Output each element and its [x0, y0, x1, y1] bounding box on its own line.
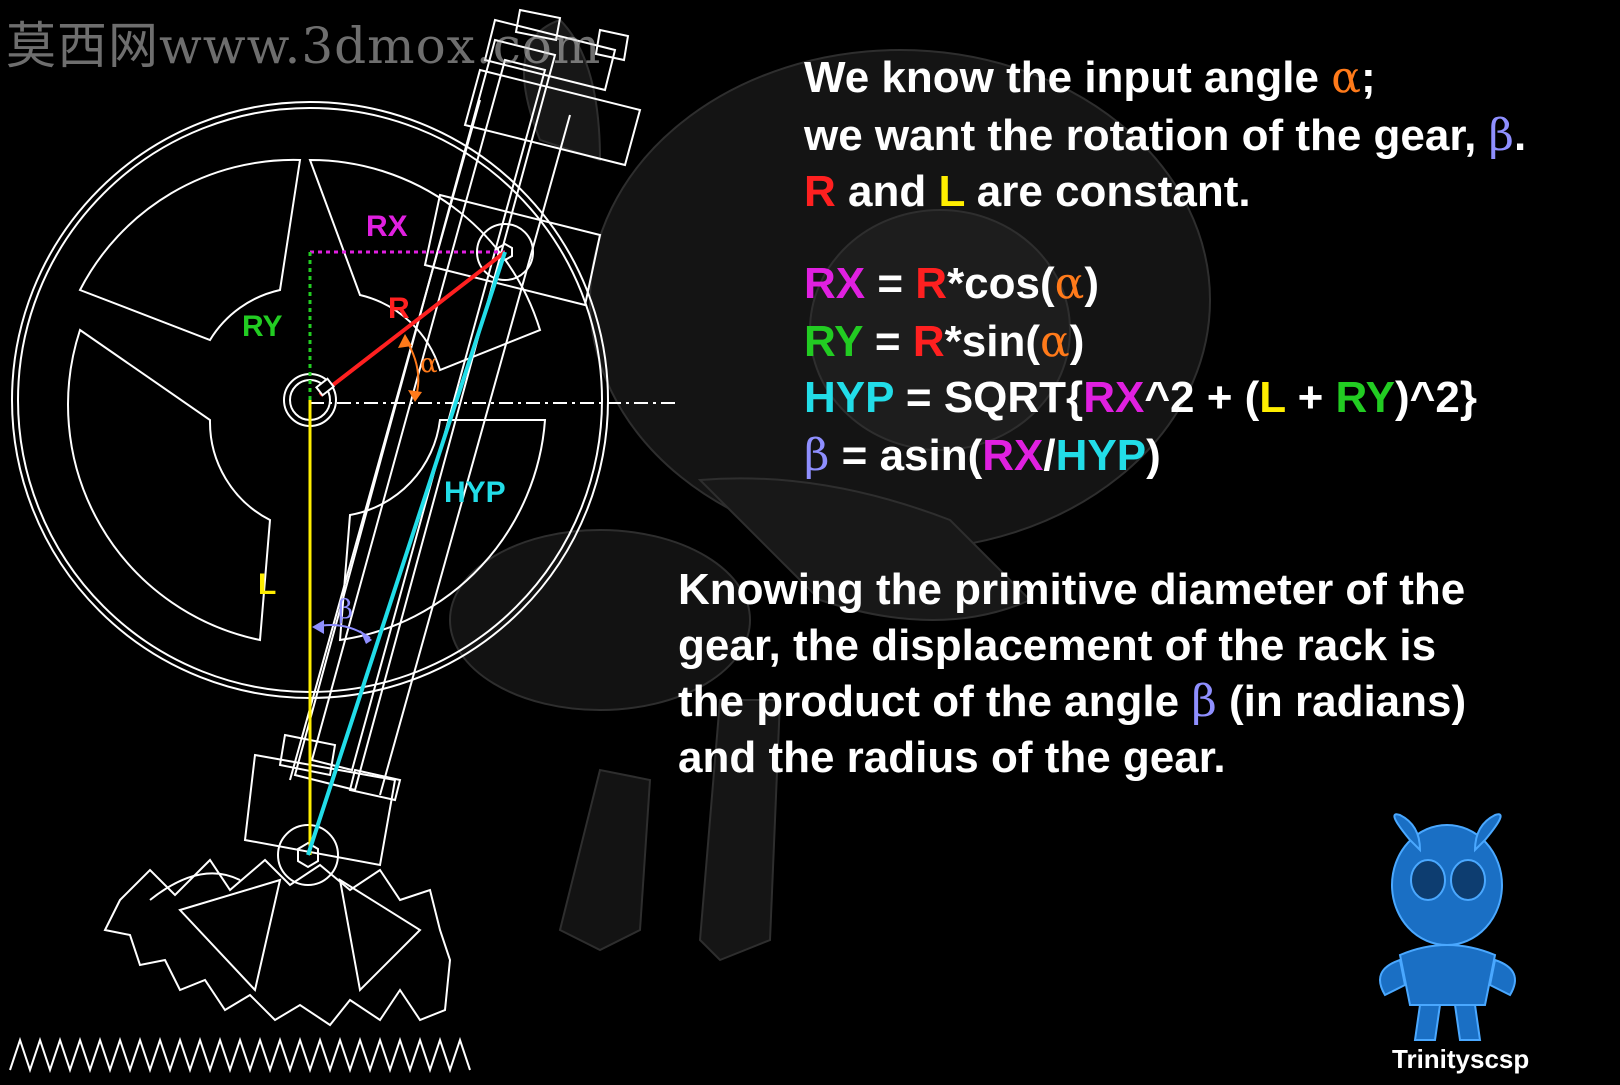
formula-hyp: HYP = SQRT{RX^2 + (L + RY)^2} — [804, 376, 1477, 420]
formula-ry-term: RY — [804, 317, 863, 366]
formula-hyp-rx: RX — [1083, 373, 1145, 422]
formula-hyp-eq: = SQRT{ — [893, 373, 1084, 422]
label-rx: RX — [366, 210, 408, 243]
formula-hyp-mid2: + — [1285, 373, 1336, 422]
credit-label: Trinityscsp — [1392, 1044, 1530, 1074]
formula-ry-op: *sin( — [944, 317, 1040, 366]
formula-rx-op: *cos( — [947, 259, 1055, 308]
label-beta: β — [338, 595, 353, 625]
l-term: L — [938, 167, 965, 216]
formula-ry-r: R — [912, 317, 945, 366]
formula-beta-slash: / — [1043, 431, 1056, 480]
intro-line-1: We know the input angle α; — [804, 56, 1376, 100]
explanation-line-3a: the product of the angle — [678, 677, 1192, 726]
slotted-link-arm — [243, 8, 642, 867]
intro-line-2-text: we want the rotation of the gear, — [804, 111, 1489, 160]
alien-mascot-wireframe-icon — [449, 18, 1211, 962]
alpha-arrow-bottom — [408, 390, 422, 402]
formula-rx-close: ) — [1084, 259, 1100, 308]
explanation-beta: β — [1191, 676, 1217, 727]
intro-line-2: we want the rotation of the gear, β. — [804, 114, 1526, 158]
r-term: R — [804, 167, 836, 216]
label-ry: RY — [242, 310, 283, 343]
formula-ry-eq: = — [862, 317, 913, 366]
explanation-line-1: Knowing the primitive diameter of the — [678, 565, 1466, 614]
formula-beta-close: ) — [1146, 431, 1161, 480]
label-r: R — [388, 292, 410, 325]
explanation-line-3: the product of the angle β (in radians) — [678, 680, 1466, 724]
formula-rx-alpha: α — [1054, 258, 1085, 309]
sector-gear — [103, 824, 452, 1027]
intro-line-3: R and L are constant. — [804, 170, 1251, 214]
formula-beta-hyp: HYP — [1055, 431, 1147, 480]
formula-hyp-end: )^2} — [1395, 373, 1477, 422]
r-pin — [315, 377, 335, 397]
formula-hyp-term: HYP — [804, 373, 894, 422]
formula-beta-term: β — [804, 430, 830, 481]
intro-line-2-end: . — [1513, 111, 1527, 160]
alpha-symbol: α — [1331, 52, 1361, 103]
alpha-arrow-top — [398, 334, 412, 348]
formula-ry-alpha: α — [1040, 316, 1070, 367]
explanation-line-4: and the radius of the gear. — [678, 733, 1226, 782]
formula-hyp-ry: RY — [1335, 373, 1396, 422]
explanation-line-2: gear, the displacement of the rack is — [678, 621, 1437, 670]
formula-rx-eq: = — [865, 259, 916, 308]
intro-line-1-text: We know the input angle — [804, 53, 1332, 102]
r-line — [318, 250, 507, 397]
formula-rx: RX = R*cos(α) — [804, 262, 1099, 306]
and-word: and — [835, 167, 939, 216]
intro-line-3-end: are constant. — [964, 167, 1251, 216]
label-alpha: α — [420, 349, 438, 379]
beta-symbol: β — [1488, 110, 1514, 161]
formula-hyp-l: L — [1259, 373, 1286, 422]
formula-beta-eq: = asin( — [829, 431, 983, 480]
formula-ry-close: ) — [1069, 317, 1085, 366]
explanation-line-3b: (in radians) — [1216, 677, 1467, 726]
label-l: L — [258, 568, 276, 601]
label-hyp: HYP — [444, 476, 506, 509]
formula-rx-term: RX — [804, 259, 866, 308]
formula-beta: β = asin(RX/HYP) — [804, 434, 1161, 478]
formula-beta-rx: RX — [982, 431, 1044, 480]
blue-mascot-icon — [1379, 813, 1516, 1041]
rack — [9, 1036, 471, 1074]
intro-line-1-end: ; — [1360, 53, 1376, 102]
formula-rx-r: R — [915, 259, 948, 308]
beta-arrow-right — [360, 630, 372, 644]
formula-ry: RY = R*sin(α) — [804, 320, 1084, 364]
watermark: 莫西网www.3dmox.com — [6, 17, 602, 75]
formula-hyp-mid1: ^2 + ( — [1144, 373, 1260, 422]
beta-arrow-left — [312, 620, 324, 634]
hyp-line — [306, 251, 507, 856]
